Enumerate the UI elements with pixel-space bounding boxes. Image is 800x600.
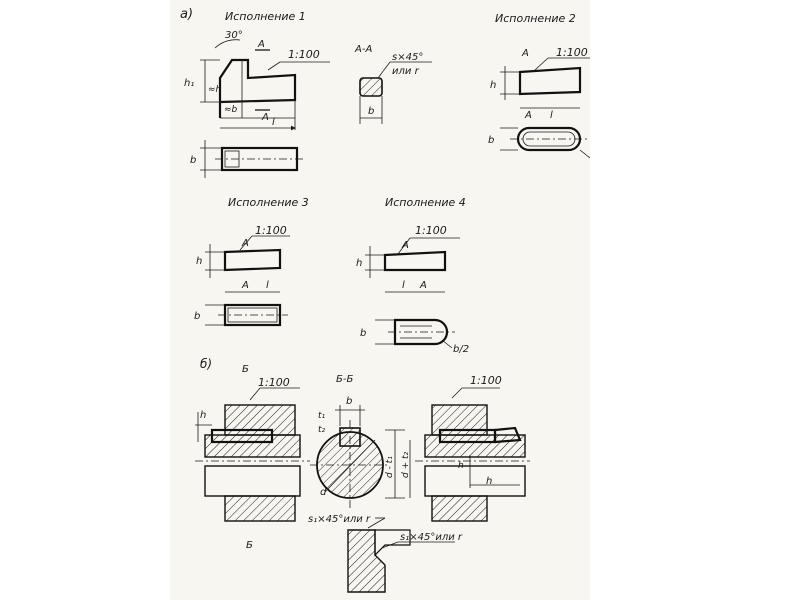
cut-a-bottom-v3: А bbox=[241, 280, 249, 291]
cut-a-v4: А bbox=[401, 240, 409, 251]
dim-chamfer-alt: или r bbox=[392, 66, 420, 77]
dim-t1: t₁ bbox=[318, 411, 326, 421]
assembly-right bbox=[415, 387, 530, 522]
version-3-views bbox=[205, 235, 290, 327]
dim-taper-v1: 1:100 bbox=[288, 48, 320, 61]
dim-l-v4: l bbox=[402, 280, 405, 291]
dim-h-v3: h bbox=[196, 256, 202, 267]
dim-angle-30: 30° bbox=[225, 30, 243, 41]
cut-b-bottom: Б bbox=[246, 540, 253, 551]
dim-b-v3: b bbox=[194, 311, 200, 322]
dim-b-v4: b bbox=[360, 328, 366, 339]
heading-version-4: Исполнение 4 bbox=[385, 196, 466, 209]
section-aa-label: А-А bbox=[354, 44, 372, 55]
dim-h-small: h bbox=[458, 461, 464, 471]
dim-taper-v3: 1:100 bbox=[255, 224, 287, 237]
dim-l-v2: l bbox=[550, 110, 553, 121]
key-drawing: а) Исполнение 1 Исполнение 2 30° 1:100 А… bbox=[180, 7, 590, 593]
cut-a-bottom-v1: А bbox=[261, 112, 269, 123]
section-label-b: б) bbox=[200, 357, 212, 371]
cut-b-top: Б bbox=[242, 364, 249, 375]
dim-chamfer: s×45° bbox=[392, 52, 423, 63]
cut-a-v2: А bbox=[521, 48, 529, 59]
section-b-b bbox=[310, 405, 411, 510]
section-bb-label: Б-Б bbox=[336, 374, 353, 385]
dim-b-v2: b bbox=[488, 135, 494, 146]
dim-taper-v2: 1:100 bbox=[556, 46, 588, 59]
dim-taper-b-right: 1:100 bbox=[470, 374, 502, 387]
dim-approx-b: ≈b bbox=[224, 105, 238, 115]
dim-approx-h: ≈h bbox=[208, 85, 222, 95]
cut-a-top-v1: А bbox=[257, 39, 265, 50]
dim-l-v1: l bbox=[272, 117, 275, 128]
heading-version-1: Исполнение 1 bbox=[225, 10, 306, 23]
assembly-left bbox=[195, 387, 310, 522]
dim-t2: t₂ bbox=[318, 425, 326, 435]
cut-a-bottom-v2: А bbox=[524, 110, 532, 121]
cut-a-bottom-v4: А bbox=[419, 280, 427, 291]
dim-d-plus-t2: d + t₂ bbox=[401, 451, 411, 478]
dim-b-bb: b bbox=[346, 396, 352, 407]
section-a-a bbox=[359, 61, 432, 124]
dim-h-b-right: h bbox=[486, 476, 492, 487]
dim-h-b-left: h bbox=[200, 410, 206, 421]
dim-taper-v4: 1:100 bbox=[415, 224, 447, 237]
dim-chamfer1-bottom: s₁×45°или r bbox=[400, 532, 463, 543]
dim-b-aa: b bbox=[368, 106, 374, 117]
dim-h1: h₁ bbox=[184, 78, 194, 89]
dim-d-minus-t1: d - t₁ bbox=[385, 456, 395, 478]
dim-b-v1: b bbox=[190, 155, 196, 166]
version-1-side-view bbox=[200, 39, 330, 131]
version-1-plan-view bbox=[200, 140, 305, 178]
dim-chamfer1-top: s₁×45°или r bbox=[308, 514, 371, 525]
version-4-views bbox=[365, 237, 460, 349]
cut-a-v3: А bbox=[241, 238, 249, 249]
dim-d: d bbox=[320, 487, 327, 498]
dim-taper-b-left: 1:100 bbox=[258, 376, 290, 389]
dim-l-v3: l bbox=[266, 280, 269, 291]
dim-b-half: b/2 bbox=[453, 344, 469, 355]
version-2-views bbox=[500, 57, 590, 159]
heading-version-3: Исполнение 3 bbox=[228, 196, 309, 209]
dim-h-v2: h bbox=[490, 80, 496, 91]
chamfer-detail bbox=[347, 517, 455, 593]
dim-h-v4: h bbox=[356, 258, 362, 269]
heading-version-2: Исполнение 2 bbox=[495, 12, 576, 25]
section-label-a: а) bbox=[180, 7, 193, 22]
